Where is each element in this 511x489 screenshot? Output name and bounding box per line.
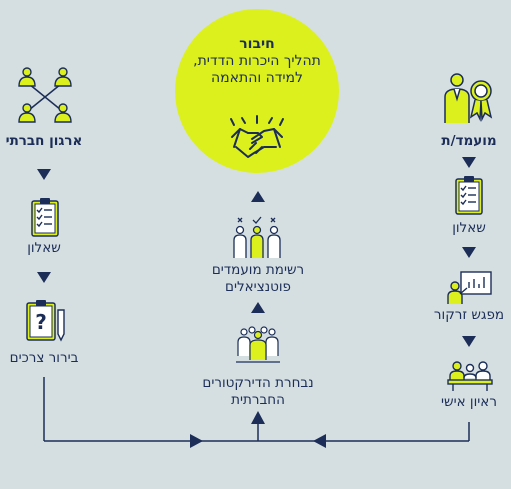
questionnaire-icon-left: [31, 198, 59, 237]
arrow-up-connector: [251, 411, 265, 424]
needs-clarification-label: בירור צרכים: [9, 350, 79, 366]
arrow-down-right-3: [462, 336, 476, 347]
arrow-down-left-1: [37, 169, 51, 180]
candidates-list-label-2: פוטנציאלים: [225, 279, 291, 295]
candidate-label: מועמד/ת: [441, 133, 497, 149]
interview-label: ראיון אישי: [441, 394, 497, 410]
connection-circle: חיבור תהליך היכרות הדדית, למידה והתאמה: [175, 9, 339, 173]
candidates-list-label-1: רשימת מועמדים: [211, 262, 305, 278]
arrow-left-connector: [313, 434, 326, 448]
arrow-up-middle-2: [251, 302, 265, 313]
questionnaire-label-right: שאלון: [452, 220, 486, 236]
connection-line-2: למידה והתאמה: [210, 70, 303, 86]
connection-line-1: תהליך היכרות הדדית,: [193, 53, 321, 69]
svg-text:?: ?: [35, 310, 47, 334]
arrow-down-right-2: [462, 247, 476, 258]
focused-meeting-label: מפגש זרקור: [433, 307, 505, 323]
org-label: ארגון חברתי: [5, 133, 83, 149]
candidate-award-icon: [444, 73, 493, 123]
questionnaire-icon-right: [455, 176, 483, 215]
connection-text: חיבור תהליך היכרות הדדית, למידה והתאמה: [175, 36, 339, 87]
candidates-list-icon: [233, 216, 281, 258]
arrow-down-right-1: [462, 157, 476, 168]
directors-team-icon: [236, 326, 280, 363]
connection-title: חיבור: [239, 36, 275, 52]
directors-team-label-1: נבחרת הדירקטורים: [202, 375, 314, 391]
questionnaire-label-left: שאלון: [27, 240, 61, 256]
arrow-right-connector: [190, 434, 203, 448]
presentation-icon: [447, 271, 492, 304]
arrow-up-middle-1: [251, 191, 265, 202]
directors-team-label-2: החברתית: [231, 392, 285, 408]
handshake-icon: [230, 115, 284, 158]
interview-icon: [447, 361, 493, 391]
arrow-down-left-2: [37, 272, 51, 283]
needs-clarification-icon: ?: [26, 300, 65, 342]
network-people-icon: [18, 67, 72, 123]
